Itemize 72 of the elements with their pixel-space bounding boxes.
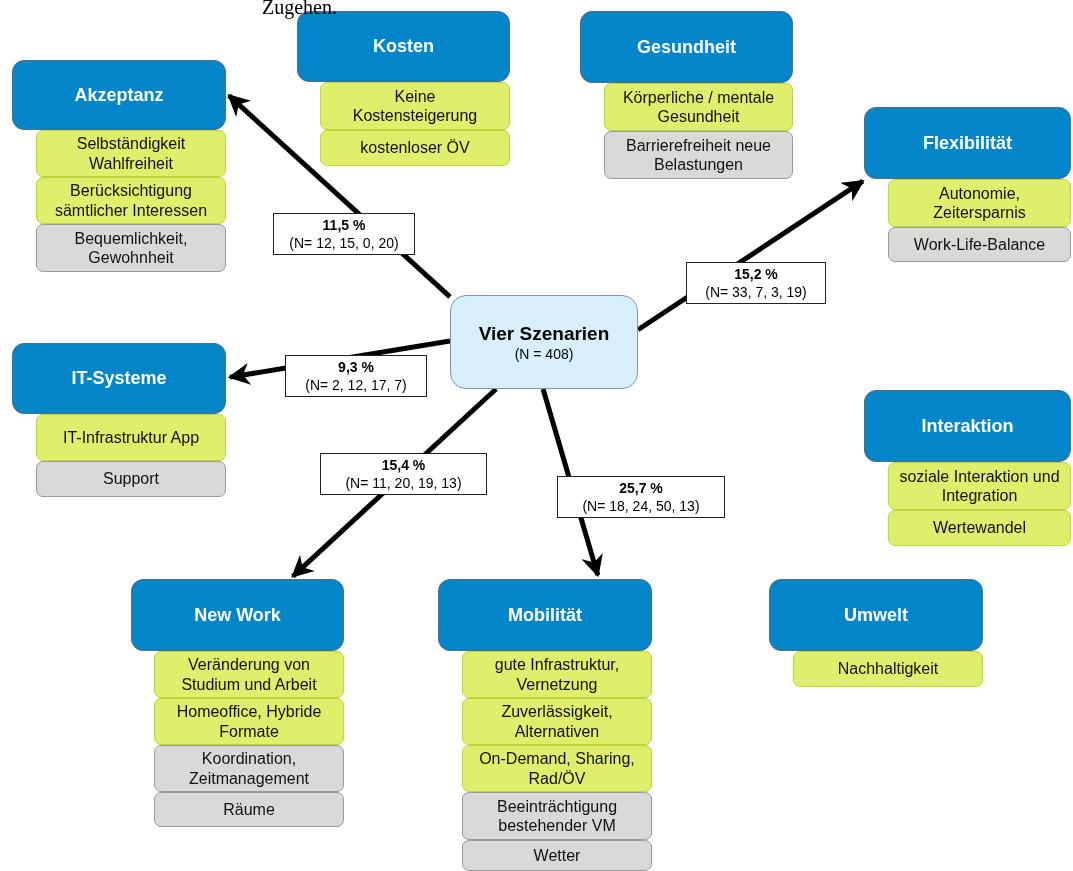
category-title: New Work [194,604,281,626]
factor-box [320,130,510,166]
category-header [438,579,652,651]
factor-box [462,698,652,745]
factor-text: Homeoffice, Hybride Formate [175,702,323,741]
category-title: IT-Systeme [71,368,167,389]
category-title: Interaktion [921,415,1014,437]
factor-box [320,82,510,130]
factor-box [888,462,1071,510]
category-title: Flexibilität [923,132,1012,154]
factor-text: Koordination, Zeitmanagement [187,749,311,788]
factor-text: Selbständigkeit Wahlfreiheit [75,134,187,173]
factor-box [36,130,226,177]
center-title: Vier Szenarien [478,322,610,346]
factor-text: Wertewandel [932,518,1027,538]
factor-text: Berücksichtigung sämtlicher Interessen [53,181,209,220]
factor-text: Barrierefreiheit neue Belastungen [625,135,772,175]
factor-box [462,840,652,871]
text-fragment: Zugehen. [262,0,337,19]
factor-box [462,651,652,698]
factor-text: Support [102,469,159,489]
factor-text: Veränderung von Studium und Arbeit [180,655,318,694]
center-box [450,295,638,389]
factor-text: IT-Infrastruktur App [62,427,200,448]
factor-box [36,177,226,224]
sample-size: (N = 408) [514,345,574,362]
factor-box [154,698,344,745]
factor-box [154,651,344,698]
factor-box [36,461,226,497]
factor-box [462,792,652,840]
factor-box [36,414,226,461]
factor-box [888,510,1071,546]
factor-text: Körperliche / mentale Gesundheit [621,87,776,127]
category-header [580,11,793,83]
factor-text: Work-Life-Balance [913,234,1046,255]
factor-box [462,745,652,792]
factor-box [154,745,344,792]
category-header [131,579,344,651]
category-title: Kosten [373,36,434,57]
factor-box [36,224,226,272]
edge-label: 25,7 % (N= 18, 24, 50, 13) [557,476,725,519]
factor-text: Räume [223,799,275,820]
category-title: Akzeptanz [74,84,164,106]
factor-text: Bequemlichkeit, Gewohnheit [73,228,189,268]
edge-label: 15,2 % (N= 33, 7, 3, 19) [686,262,826,305]
edge-label: 9,3 % (N= 2, 12, 17, 7) [285,355,427,398]
category-header [12,60,226,130]
factor-text: soziale Interaktion und Integration [899,466,1060,506]
factor-text: Beeinträchtigung bestehender VM [495,796,619,836]
factor-box [604,83,793,131]
factor-text: Nachhaltigkeit [837,659,939,679]
category-title: Mobilität [508,604,582,626]
factor-box [888,227,1071,262]
factor-box [793,651,983,687]
factor-text: Zuverlässigkeit, Alternativen [500,702,614,741]
factor-text: On-Demand, Sharing, Rad/ÖV [478,749,636,788]
factor-text: Autonomie, Zeitersparnis [932,183,1027,223]
category-header [864,107,1071,179]
factor-text: Wetter [533,845,581,866]
category-header [864,390,1071,462]
factor-box [888,179,1071,227]
category-title: Umwelt [844,604,908,626]
factor-text: Keine Kostensteigerung [351,86,479,126]
factor-text: kostenloser ÖV [360,138,470,158]
edge-label: 15,4 % (N= 11, 20, 19, 13) [320,453,487,496]
factor-box [154,792,344,827]
category-header [769,579,983,651]
factor-text: gute Infrastruktur, Vernetzung [493,655,621,694]
factor-box [604,131,793,179]
category-title: Gesundheit [637,36,736,58]
category-header [12,343,226,414]
edge-label: 11,5 % (N= 12, 15, 0, 20) [273,213,415,256]
